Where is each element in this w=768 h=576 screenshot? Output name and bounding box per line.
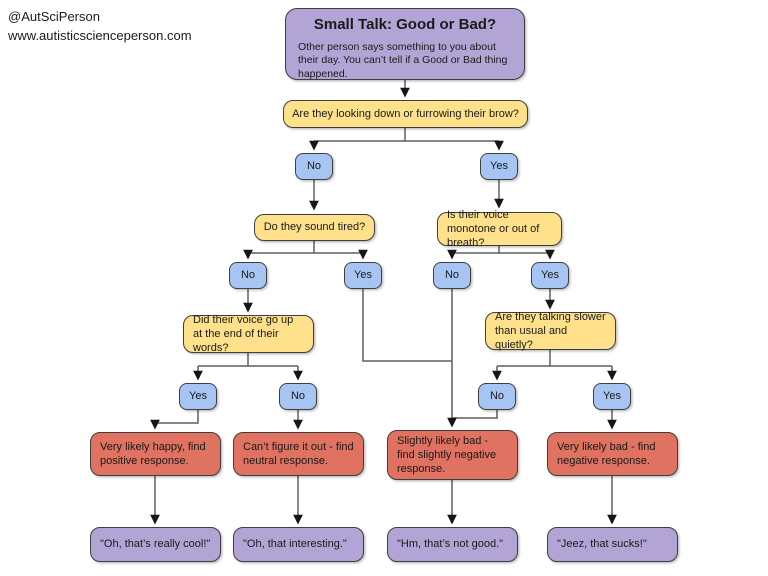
diagram-title: Small Talk: Good or Bad? [313, 16, 497, 33]
answer-tired-no: No [229, 262, 267, 289]
start-node: Small Talk: Good or Bad? Other person sa… [285, 8, 525, 80]
question-monotone: Is their voice monotone or out of breath… [437, 209, 562, 249]
outcome-happy: Very likely happy, find positive respons… [90, 432, 221, 476]
question-tired: Do they sound tired? [254, 214, 375, 241]
diagram-intro-text: Other person says something to you about… [298, 40, 508, 81]
response-sucks: "Jeez, that sucks!" [547, 527, 678, 562]
question-brow: Are they looking down or furrowing their… [283, 100, 528, 128]
answer-monotone-no: No [433, 262, 471, 289]
answer-slower-yes: Yes [593, 383, 631, 410]
response-cool: "Oh, that’s really cool!" [90, 527, 221, 562]
credit-block: @AutSciPerson www.autisticscienceperson.… [8, 8, 192, 46]
answer-voice-up-no: No [279, 383, 317, 410]
answer-tired-yes: Yes [344, 262, 382, 289]
question-voice-up: Did their voice go up at the end of thei… [183, 314, 314, 354]
answer-brow-yes: Yes [480, 153, 518, 180]
answer-monotone-yes: Yes [531, 262, 569, 289]
response-not-good: "Hm, that’s not good." [387, 527, 518, 562]
outcome-slightly-bad: Slightly likely bad - find slightly nega… [387, 430, 518, 480]
answer-brow-no: No [295, 153, 333, 180]
question-talking-slower: Are they talking slower than usual and q… [485, 311, 616, 351]
credit-handle: @AutSciPerson [8, 9, 100, 24]
outcome-bad: Very likely bad - find negative response… [547, 432, 678, 476]
credit-website: www.autisticscienceperson.com [8, 27, 192, 43]
response-interesting: "Oh, that interesting." [233, 527, 364, 562]
outcome-neutral: Can’t figure it out - find neutral respo… [233, 432, 364, 476]
answer-slower-no: No [478, 383, 516, 410]
answer-voice-up-yes: Yes [179, 383, 217, 410]
